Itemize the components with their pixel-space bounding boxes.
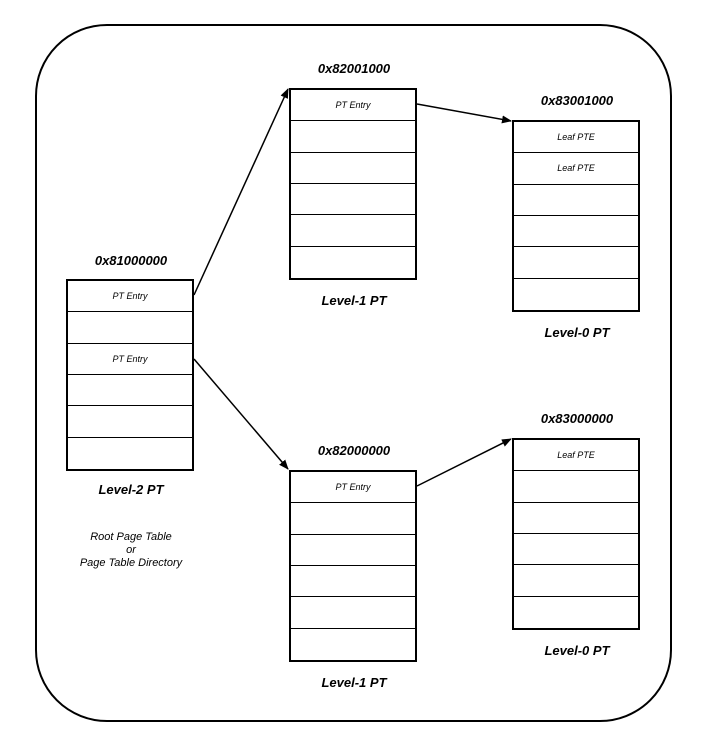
pte-row bbox=[291, 597, 415, 629]
pte-row bbox=[291, 566, 415, 598]
pte-row: PT Entry bbox=[291, 472, 415, 504]
pte-row bbox=[514, 471, 638, 503]
pte-row bbox=[291, 121, 415, 153]
pte-row bbox=[514, 503, 638, 534]
level-2-page-table: PT Entry PT Entry bbox=[66, 279, 194, 471]
pte-row: Leaf PTE bbox=[514, 440, 638, 472]
level-1-page-table-top: PT Entry bbox=[289, 88, 417, 280]
note-line-1: Root Page Table bbox=[90, 531, 172, 543]
note-line-2: or bbox=[126, 544, 136, 556]
pte-row bbox=[514, 534, 638, 566]
l1-bottom-caption: Level-1 PT bbox=[321, 675, 387, 690]
note-line-3: Page Table Directory bbox=[79, 557, 183, 569]
pte-row bbox=[291, 535, 415, 566]
pte-row bbox=[291, 153, 415, 184]
pte-row bbox=[514, 247, 638, 279]
diagram-frame bbox=[35, 24, 672, 722]
pte-row bbox=[291, 215, 415, 247]
arrow-l2-to-l1-bottom bbox=[193, 358, 289, 470]
l1-top-caption: Level-1 PT bbox=[321, 293, 387, 308]
level-0-page-table-bottom: Leaf PTE bbox=[512, 438, 640, 630]
pte-row bbox=[291, 184, 415, 216]
pte-row bbox=[68, 406, 192, 438]
arrow-l1-bottom-to-l0-bottom bbox=[416, 438, 512, 487]
pte-row bbox=[514, 185, 638, 216]
level-1-page-table-bottom: PT Entry bbox=[289, 470, 417, 662]
l0-bottom-address-label: 0x83000000 bbox=[540, 411, 614, 426]
l2-address-label: 0x81000000 bbox=[94, 253, 168, 268]
pte-row: Leaf PTE bbox=[514, 122, 638, 154]
arrow-l1-top-to-l0-top bbox=[416, 103, 512, 124]
l1-top-address-label: 0x82001000 bbox=[317, 61, 391, 76]
pte-row bbox=[68, 375, 192, 407]
pte-row: PT Entry bbox=[291, 90, 415, 122]
pte-row: Leaf PTE bbox=[514, 153, 638, 185]
pte-row bbox=[68, 312, 192, 344]
l0-bottom-caption: Level-0 PT bbox=[544, 643, 610, 658]
arrow-l2-to-l1-top bbox=[193, 88, 289, 296]
l0-top-caption: Level-0 PT bbox=[544, 325, 610, 340]
l1-bottom-address-label: 0x82000000 bbox=[317, 443, 391, 458]
root-page-table-note: Root Page Table or Page Table Directory bbox=[31, 531, 231, 570]
l2-caption: Level-2 PT bbox=[98, 482, 164, 497]
pte-row bbox=[514, 565, 638, 597]
pte-row: PT Entry bbox=[68, 281, 192, 313]
pte-row: PT Entry bbox=[68, 344, 192, 375]
pte-row bbox=[291, 503, 415, 535]
pte-row bbox=[514, 216, 638, 248]
l0-top-address-label: 0x83001000 bbox=[540, 93, 614, 108]
